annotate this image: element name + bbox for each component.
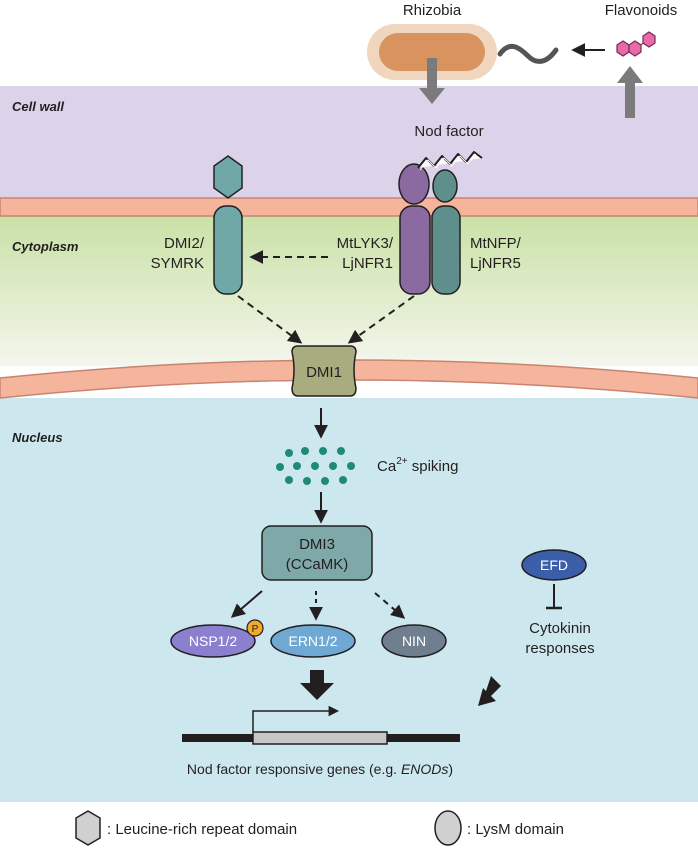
calcium-ion xyxy=(293,462,301,470)
dmi1-channel xyxy=(291,345,357,397)
gene-coding-region xyxy=(252,731,388,745)
nod-factor-molecule-highlight xyxy=(419,153,477,171)
nod-factor-release-arrow xyxy=(427,58,437,88)
ca-spiking-label: Ca2+ spiking xyxy=(377,456,458,475)
transcription-start-arrow xyxy=(252,705,340,732)
ern12-label: ERN1/2 xyxy=(288,633,337,649)
legend-lrr-icon xyxy=(75,810,101,846)
genes-label: Nod factor responsive genes (e.g. ENODs) xyxy=(187,761,453,777)
mtlyk3-receptor xyxy=(399,205,431,295)
calcium-ion xyxy=(339,476,347,484)
flavonoid-ring-1 xyxy=(616,40,630,57)
plasma-membrane xyxy=(0,197,698,217)
genes-label-italic: ENODs xyxy=(401,761,448,777)
phospho-label: P xyxy=(252,624,259,635)
flavonoid-ring-3 xyxy=(642,31,656,48)
nin-factor xyxy=(381,624,447,658)
dmi1-label: DMI1 xyxy=(306,364,342,381)
arrow-dmi2-to-dmi1 xyxy=(237,295,303,344)
calcium-ion xyxy=(301,447,309,455)
mtnfp-receptor xyxy=(431,205,461,295)
cytoplasm-label: Cytoplasm xyxy=(12,239,79,254)
mtlyk3-label-line1: MtLYK3/ xyxy=(337,235,394,252)
flavonoid-bond xyxy=(640,42,644,46)
calcium-ion xyxy=(303,477,311,485)
legend-lysm-label: : LysM domain xyxy=(467,821,564,838)
nsp12-label: NSP1/2 xyxy=(189,633,237,649)
calcium-ion xyxy=(311,462,319,470)
rhizobia-flagellum xyxy=(497,43,559,64)
arrow-dmi3-to-nsp xyxy=(230,590,263,618)
dmi3-label-line1: DMI3 xyxy=(299,536,335,553)
flavonoid-secretion-arrowhead xyxy=(617,66,643,83)
rhizobia-label: Rhizobia xyxy=(403,2,462,19)
flavonoid-ring-2 xyxy=(628,40,642,57)
calcium-ion xyxy=(285,449,293,457)
efd-label: EFD xyxy=(540,557,568,573)
dmi3-kinase xyxy=(261,525,373,581)
cytokinin-label-line2: responses xyxy=(525,640,594,657)
efd-factor xyxy=(521,549,587,581)
genes-label-suffix: ) xyxy=(448,761,453,777)
lysm-domain-mtnfp xyxy=(432,169,458,203)
dmi2-receptor xyxy=(213,205,243,295)
mtnfp-label-line2: LjNFR5 xyxy=(470,255,521,272)
cytokinin-to-genes-arrow xyxy=(478,676,501,706)
cell-wall-region xyxy=(0,86,698,198)
calcium-ion xyxy=(285,476,293,484)
calcium-ion xyxy=(276,463,284,471)
legend-lrr-label: : Leucine-rich repeat domain xyxy=(107,821,297,838)
nod-factor-label: Nod factor xyxy=(414,123,483,140)
genes-label-prefix: Nod factor responsive genes (e.g. xyxy=(187,761,401,777)
nod-factor-release-arrowhead xyxy=(419,88,445,104)
ca-suffix: spiking xyxy=(408,458,459,475)
nin-label: NIN xyxy=(402,633,426,649)
nucleus-label: Nucleus xyxy=(12,430,63,445)
transcription-factors-to-genes-arrow xyxy=(300,670,334,700)
flavonoid-secretion-arrow xyxy=(625,82,635,118)
mtnfp-label-line1: MtNFP/ xyxy=(470,235,522,252)
calcium-ion xyxy=(329,462,337,470)
calcium-ion xyxy=(321,477,329,485)
lysm-domain-mtlyk3 xyxy=(398,163,430,205)
mtlyk3-label-line2: LjNFR1 xyxy=(342,255,393,272)
ern12-factor xyxy=(270,624,356,658)
nsp12-factor xyxy=(170,624,256,658)
calcium-ion xyxy=(337,447,345,455)
ca-superscript: 2+ xyxy=(396,456,408,467)
lrr-domain-dmi2 xyxy=(213,155,243,199)
arrow-nfr-to-dmi1 xyxy=(347,295,415,344)
ca-prefix: Ca xyxy=(377,458,397,475)
dmi3-label-line2: (CCaMK) xyxy=(286,556,349,573)
cytokinin-label-line1: Cytokinin xyxy=(529,620,591,637)
calcium-ion xyxy=(319,447,327,455)
dmi2-label-line2: SYMRK xyxy=(151,255,204,272)
flavonoids-label: Flavonoids xyxy=(605,2,678,19)
legend-lysm-icon xyxy=(434,810,462,846)
rhizobia-cell xyxy=(379,33,485,71)
cell-wall-label: Cell wall xyxy=(12,99,64,114)
calcium-ions xyxy=(276,447,355,485)
calcium-ion xyxy=(347,462,355,470)
dmi2-label-line1: DMI2/ xyxy=(164,235,205,252)
phospho-group xyxy=(246,619,264,637)
